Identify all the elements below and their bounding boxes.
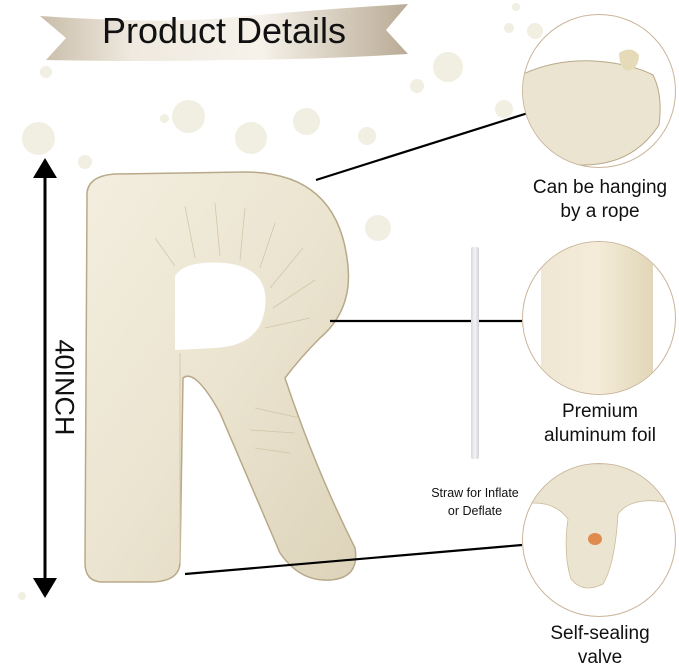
callout-foil-circle	[522, 241, 676, 395]
page-title: Product Details	[101, 10, 347, 51]
straw-caption: Straw for Inflate or Deflate	[410, 484, 540, 520]
balloon-top-tab-image	[523, 49, 661, 166]
dot	[512, 3, 520, 11]
ribbon-icon	[40, 4, 408, 61]
straw-image	[471, 247, 479, 459]
dot	[235, 122, 267, 154]
foil-surface-image	[541, 242, 653, 394]
callout-foil-caption: Premium aluminum foil	[515, 400, 679, 448]
callout-valve-circle	[522, 463, 676, 617]
title-banner: Product Details	[40, 4, 408, 62]
caption-line2: aluminum foil	[544, 425, 656, 446]
letter-r-balloon	[84, 171, 357, 583]
dot	[433, 52, 463, 82]
straw-caption-line1: Straw for Inflate	[431, 486, 519, 500]
caption-line1: Premium	[561, 401, 638, 422]
dot	[504, 23, 514, 33]
double-arrow-icon	[33, 158, 57, 598]
caption-line1: Self-sealing	[550, 623, 650, 644]
dot	[18, 592, 26, 600]
straw-caption-line2: or Deflate	[447, 504, 503, 518]
dot	[527, 23, 543, 39]
valve-image	[523, 464, 675, 589]
dot	[495, 100, 513, 118]
dot	[40, 66, 52, 78]
callout-valve-caption: Self-sealing valve	[515, 622, 679, 670]
dot	[410, 79, 424, 93]
dot	[365, 215, 391, 241]
dot	[293, 108, 320, 135]
dot	[160, 114, 169, 123]
caption-line2: by a rope	[560, 201, 640, 222]
dot	[358, 127, 376, 145]
dot	[22, 122, 55, 155]
dot	[172, 100, 205, 133]
callout-hanging-circle	[522, 14, 676, 168]
callout-hanging-caption: Can be hanging by a rope	[515, 176, 679, 224]
dot	[78, 155, 92, 169]
caption-line1: Can be hanging	[532, 177, 668, 198]
caption-line2: valve	[577, 647, 623, 668]
